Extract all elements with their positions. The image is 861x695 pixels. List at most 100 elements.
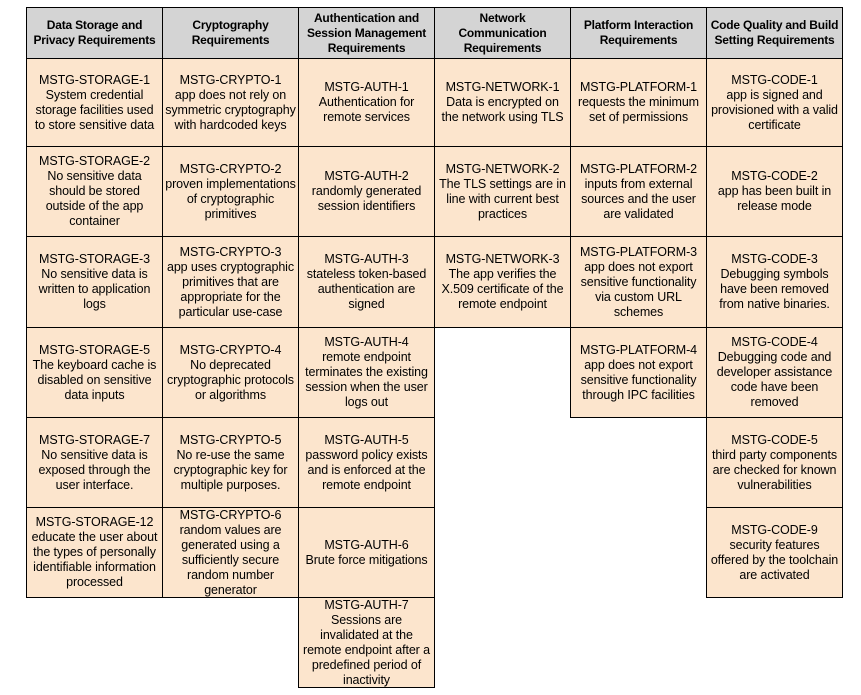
- column-header-data-storage-privacy: Data Storage and Privacy Requirements: [26, 7, 163, 59]
- requirement-text: proven implementations of cryptographic …: [165, 176, 296, 221]
- requirement-text: app does not export sensitive functional…: [580, 357, 697, 402]
- requirement-id: MSTG-NETWORK-3: [445, 252, 560, 266]
- requirement-text: app has been built in release mode: [717, 184, 832, 213]
- cell-mstg-storage-1: MSTG-STORAGE-1 System credential storage…: [26, 58, 163, 147]
- requirement-id: MSTG-AUTH-1: [324, 80, 409, 94]
- requirement-text: educate the user about the types of pers…: [31, 530, 158, 589]
- requirement-text: The keyboard cache is disabled on sensit…: [32, 357, 157, 402]
- column-header-authentication-session: Authentication and Session Management Re…: [298, 7, 435, 59]
- cell-mstg-network-2: MSTG-NETWORK-2 The TLS settings are in l…: [434, 146, 571, 237]
- requirement-id: MSTG-STORAGE-7: [39, 432, 150, 447]
- requirement-id: MSTG-CODE-4: [731, 335, 818, 349]
- requirement-text: app uses cryptographic primitives that a…: [166, 259, 295, 319]
- cell-mstg-network-3: MSTG-NETWORK-3 The app verifies the X.50…: [434, 236, 571, 328]
- requirement-text: No sensitive data is written to applicat…: [38, 267, 151, 311]
- cell-mstg-storage-7: MSTG-STORAGE-7 No sensitive data is expo…: [26, 417, 163, 508]
- cell-mstg-code-4: MSTG-CODE-4 Debugging code and developer…: [706, 327, 843, 418]
- cell-mstg-platform-3: MSTG-PLATFORM-3 app does not export sens…: [570, 236, 707, 328]
- requirement-id: MSTG-CRYPTO-1: [179, 72, 282, 87]
- requirement-column-cryptography: Cryptography Requirements MSTG-CRYPTO-1 …: [162, 7, 299, 598]
- requirement-id: MSTG-CODE-2: [731, 169, 818, 183]
- requirement-id: MSTG-STORAGE-5: [39, 342, 150, 357]
- requirement-id: MSTG-CRYPTO-3: [179, 244, 282, 259]
- requirement-text: app does not rely on symmetric cryptogra…: [165, 87, 296, 132]
- cell-mstg-auth-6: MSTG-AUTH-6 Brute force mitigations: [298, 507, 435, 598]
- requirement-id: MSTG-PLATFORM-4: [579, 342, 698, 357]
- cell-mstg-crypto-5: MSTG-CRYPTO-5 No re-use the same cryptog…: [162, 417, 299, 508]
- requirement-text: System credential storage facilities use…: [34, 87, 155, 132]
- requirement-text: security features offered by the toolcha…: [710, 537, 839, 582]
- requirement-id: MSTG-AUTH-5: [324, 432, 409, 447]
- cell-mstg-crypto-6: MSTG-CRYPTO-6 random values are generate…: [162, 507, 299, 598]
- requirement-id: MSTG-PLATFORM-3: [579, 244, 698, 259]
- requirement-text: password policy exists and is enforced a…: [305, 447, 428, 492]
- cell-mstg-code-1: MSTG-CODE-1 app is signed and provisione…: [706, 58, 843, 147]
- cell-mstg-code-5: MSTG-CODE-5 third party components are c…: [706, 417, 843, 508]
- cell-mstg-auth-4: MSTG-AUTH-4 remote endpoint terminates t…: [298, 327, 435, 418]
- requirement-text: Brute force mitigations: [305, 552, 428, 567]
- cell-mstg-crypto-3: MSTG-CRYPTO-3 app uses cryptographic pri…: [162, 236, 299, 328]
- requirement-id: MSTG-AUTH-2: [324, 169, 409, 183]
- cell-mstg-code-3: MSTG-CODE-3 Debugging symbols have been …: [706, 236, 843, 328]
- requirement-id: MSTG-CODE-5: [731, 432, 818, 447]
- cell-mstg-code-9: MSTG-CODE-9 security features offered by…: [706, 507, 843, 598]
- cell-mstg-auth-3: MSTG-AUTH-3 stateless token-based authen…: [298, 236, 435, 328]
- column-header-network-communication: Network Communication Requirements: [434, 7, 571, 59]
- requirement-id: MSTG-CODE-9: [731, 522, 818, 537]
- requirement-text: Debugging symbols have been removed from…: [719, 267, 830, 311]
- requirement-text: Authentication for remote services: [318, 95, 415, 124]
- requirement-text: app is signed and provisioned with a val…: [711, 87, 838, 132]
- requirement-text: third party components are checked for k…: [712, 447, 837, 492]
- requirement-text: randomly generated session identifiers: [311, 184, 422, 213]
- requirement-id: MSTG-STORAGE-2: [39, 154, 150, 168]
- requirement-column-network-communication: Network Communication Requirements MSTG-…: [434, 7, 571, 328]
- cell-mstg-storage-12: MSTG-STORAGE-12 educate the user about t…: [26, 507, 163, 598]
- cell-mstg-network-1: MSTG-NETWORK-1 Data is encrypted on the …: [434, 58, 571, 147]
- requirement-text: No re-use the same cryptographic key for…: [173, 447, 288, 492]
- cell-mstg-auth-2: MSTG-AUTH-2 randomly generated session i…: [298, 146, 435, 237]
- cell-mstg-platform-2: MSTG-PLATFORM-2 inputs from external sou…: [570, 146, 707, 237]
- cell-mstg-code-2: MSTG-CODE-2 app has been built in releas…: [706, 146, 843, 237]
- requirement-id: MSTG-PLATFORM-2: [579, 161, 698, 176]
- cell-mstg-platform-4: MSTG-PLATFORM-4 app does not export sens…: [570, 327, 707, 418]
- requirement-text: requests the minimum set of permissions: [578, 95, 699, 124]
- requirement-id: MSTG-CRYPTO-4: [179, 342, 282, 357]
- cell-mstg-storage-2: MSTG-STORAGE-2 No sensitive data should …: [26, 146, 163, 237]
- requirement-text: No deprecated cryptographic protocols or…: [167, 357, 294, 402]
- requirement-text: Data is encrypted on the network using T…: [441, 95, 564, 124]
- requirement-text: stateless token-based authentication are…: [306, 267, 427, 311]
- requirement-id: MSTG-AUTH-6: [324, 537, 409, 552]
- requirement-column-code-quality-build: Code Quality and Build Setting Requireme…: [706, 7, 843, 598]
- column-header-code-quality-build: Code Quality and Build Setting Requireme…: [706, 7, 843, 59]
- requirement-id: MSTG-AUTH-4: [324, 335, 409, 349]
- requirement-text: No sensitive data should be stored outsi…: [45, 169, 144, 228]
- cell-mstg-auth-7: MSTG-AUTH-7 Sessions are invalidated at …: [298, 597, 435, 688]
- requirement-id: MSTG-NETWORK-1: [445, 80, 560, 94]
- requirement-id: MSTG-CODE-1: [731, 72, 818, 87]
- requirement-text: No sensitive data is exposed through the…: [38, 447, 151, 492]
- requirement-text: inputs from external sources and the use…: [581, 176, 696, 221]
- cell-mstg-crypto-1: MSTG-CRYPTO-1 app does not rely on symme…: [162, 58, 299, 147]
- cell-mstg-platform-1: MSTG-PLATFORM-1 requests the minimum set…: [570, 58, 707, 147]
- column-header-platform-interaction: Platform Interaction Requirements: [570, 7, 707, 59]
- column-header-cryptography: Cryptography Requirements: [162, 7, 299, 59]
- requirement-id: MSTG-CRYPTO-5: [179, 432, 282, 447]
- cell-mstg-crypto-4: MSTG-CRYPTO-4 No deprecated cryptographi…: [162, 327, 299, 418]
- requirement-id: MSTG-CRYPTO-2: [179, 161, 282, 176]
- requirement-text: The TLS settings are in line with curren…: [439, 176, 566, 221]
- requirement-text: remote endpoint terminates the existing …: [305, 350, 428, 409]
- requirement-id: MSTG-STORAGE-12: [35, 515, 154, 529]
- requirement-id: MSTG-CRYPTO-6: [179, 507, 282, 522]
- requirement-id: MSTG-PLATFORM-1: [579, 80, 698, 94]
- cell-mstg-crypto-2: MSTG-CRYPTO-2 proven implementations of …: [162, 146, 299, 237]
- requirement-column-authentication-session: Authentication and Session Management Re…: [298, 7, 435, 688]
- requirement-column-platform-interaction: Platform Interaction Requirements MSTG-P…: [570, 7, 707, 418]
- requirement-text: Debugging code and developer assistance …: [716, 350, 833, 409]
- requirement-text: Sessions are invalidated at the remote e…: [303, 612, 430, 687]
- cell-mstg-storage-3: MSTG-STORAGE-3 No sensitive data is writ…: [26, 236, 163, 328]
- requirement-id: MSTG-STORAGE-1: [39, 72, 150, 87]
- cell-mstg-storage-5: MSTG-STORAGE-5 The keyboard cache is dis…: [26, 327, 163, 418]
- requirement-id: MSTG-NETWORK-2: [445, 161, 560, 176]
- requirement-text: app does not export sensitive functional…: [580, 259, 697, 319]
